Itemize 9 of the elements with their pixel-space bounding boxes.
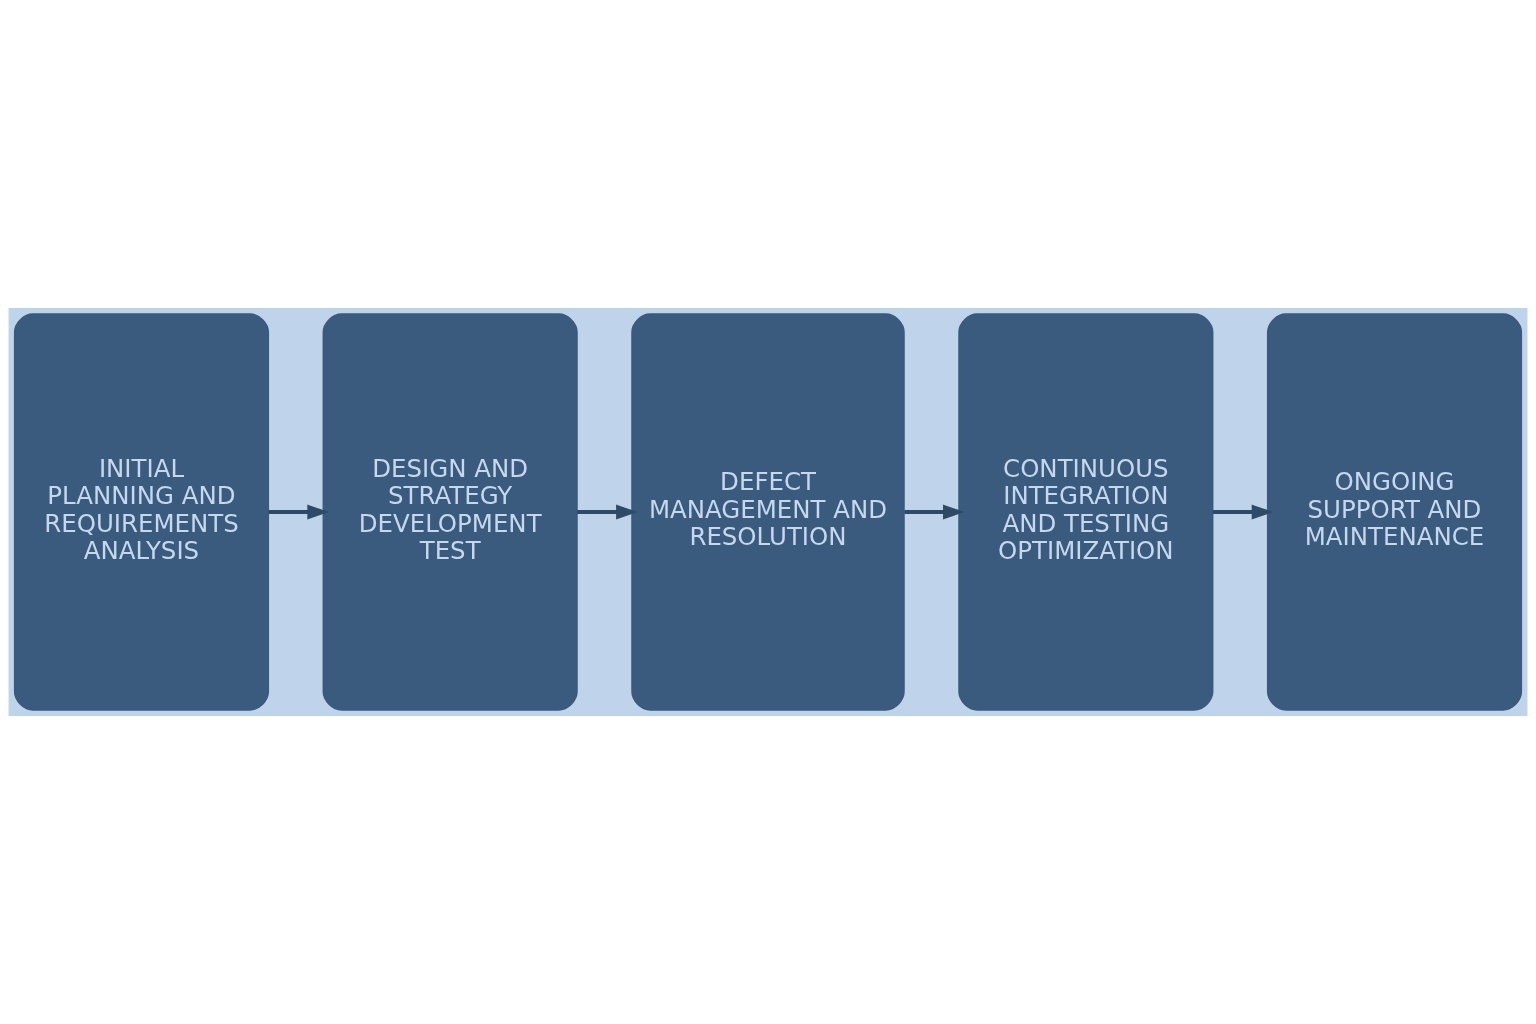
node-box: DEFECT MANAGEMENT AND RESOLUTION (631, 313, 905, 711)
node-box: DESIGN AND STRATEGY DEVELOPMENT TEST (322, 313, 578, 711)
node-box: CONTINUOUS INTEGRATION AND TESTING OPTIMIZATION (958, 313, 1214, 711)
arrow (268, 504, 329, 520)
arrow (1213, 504, 1274, 520)
node-box: INITIAL PLANNING AND REQUIREMENTS ANALYSIS (13, 313, 270, 711)
arrow (904, 504, 965, 520)
node-box: ONGOING SUPPORT AND MAINTENANCE (1266, 313, 1523, 711)
arrow (577, 504, 638, 520)
